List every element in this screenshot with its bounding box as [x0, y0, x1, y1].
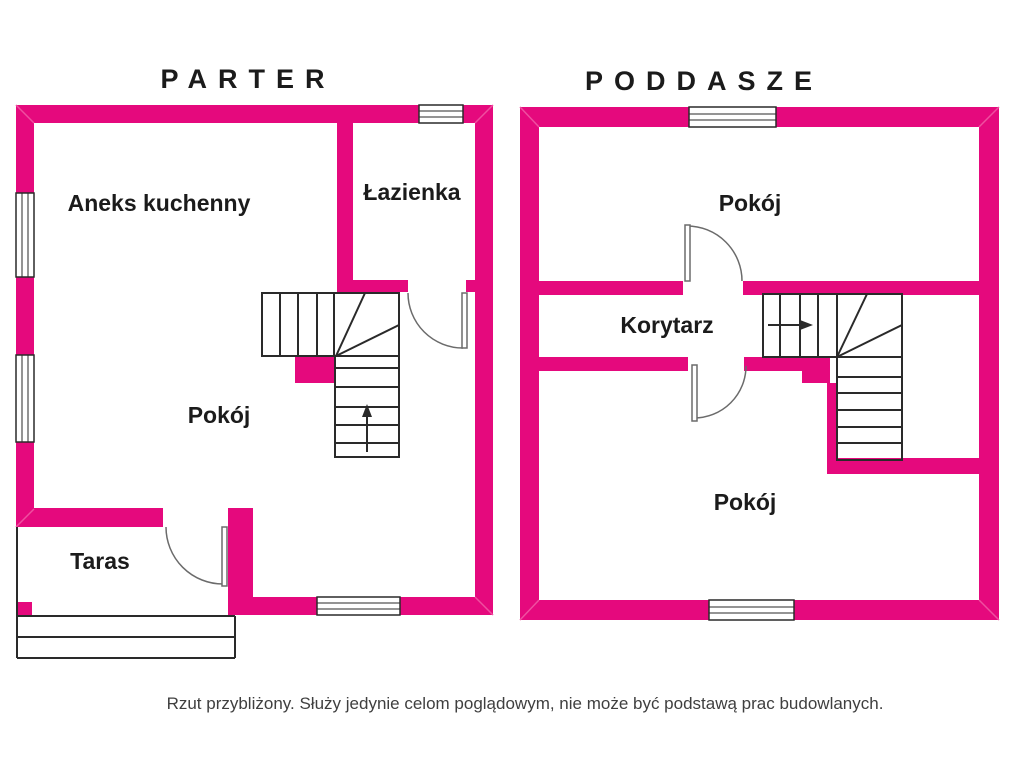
- door-leaf: [691, 364, 698, 422]
- parter-plan: PARTER Aneks kuchenny Łazienka Pokój Tar…: [15, 64, 494, 659]
- wall-segment: [400, 597, 475, 615]
- room-label-corridor: Korytarz: [620, 312, 713, 338]
- room-label-kitchen: Aneks kuchenny: [68, 190, 251, 216]
- poddasze-labels: PODDASZE Pokój Korytarz Pokój: [585, 66, 823, 515]
- poddasze-doors: [684, 224, 747, 422]
- wall-segment: [539, 281, 683, 295]
- terrace-steps: [16, 527, 236, 659]
- stair-winder-line: [836, 293, 868, 358]
- wall-segment: [776, 107, 999, 127]
- parter-walls: [16, 105, 493, 616]
- door-leaf: [684, 224, 691, 282]
- window-bottom: [708, 599, 795, 621]
- miter-line: [474, 104, 494, 124]
- wall-segment: [520, 107, 689, 127]
- terrace-post: [18, 602, 32, 616]
- room-label-room: Pokój: [188, 402, 251, 428]
- poddasze-plan: PODDASZE Pokój Korytarz Pokój: [519, 66, 1000, 621]
- wall-segment: [16, 508, 163, 527]
- door-swing-arc: [407, 292, 464, 349]
- poddasze-wall-miters: [519, 106, 1000, 621]
- wall-segment: [520, 107, 539, 620]
- window-bottom: [316, 596, 401, 616]
- floor-title-parter: PARTER: [160, 64, 335, 94]
- room-label-bathroom: Łazienka: [363, 179, 460, 205]
- stair-run-upper: [261, 292, 400, 357]
- wall-segment: [337, 123, 353, 292]
- door-swing-arc: [693, 365, 747, 419]
- wall-segment: [228, 597, 317, 615]
- door-swing-arc: [686, 225, 743, 282]
- wall-segment: [16, 277, 34, 355]
- stair-run-lower: [836, 356, 903, 461]
- wall-segment: [743, 281, 979, 295]
- wall-segment: [16, 442, 34, 527]
- window-frame: [418, 104, 464, 124]
- room-label-terrace: Taras: [70, 548, 130, 574]
- wall-segment: [475, 105, 493, 615]
- window-top: [418, 104, 464, 124]
- wall-segment: [794, 600, 979, 620]
- window-left-lower: [15, 354, 35, 443]
- miter-line: [519, 599, 540, 621]
- window-frame: [688, 106, 777, 128]
- wall-segment: [16, 105, 34, 193]
- door-leaf: [221, 526, 228, 587]
- stair-winder-line: [335, 292, 366, 357]
- floor-title-poddasze: PODDASZE: [585, 66, 823, 96]
- stair-wall-block: [802, 357, 830, 383]
- window-frame: [15, 192, 35, 278]
- wall-segment: [337, 280, 408, 292]
- arrowhead-up-icon: [362, 404, 372, 417]
- window-left-upper: [15, 192, 35, 278]
- miter-line: [15, 508, 35, 528]
- poddasze-stair-arrowhead: [800, 320, 813, 330]
- miter-line: [978, 599, 1000, 621]
- parter-doors: [165, 292, 468, 587]
- wall-segment: [16, 105, 419, 123]
- parter-labels: PARTER Aneks kuchenny Łazienka Pokój Tar…: [68, 64, 461, 574]
- poddasze-walls: [520, 107, 999, 620]
- wall-segment: [979, 107, 999, 620]
- room-label-room-bottom: Pokój: [714, 489, 777, 515]
- parter-stairs: [261, 292, 400, 458]
- room-label-room-top: Pokój: [719, 190, 782, 216]
- stairwell-bottom-wall: [827, 458, 979, 474]
- parter-wall-miters: [15, 104, 494, 616]
- arrowhead-right-icon: [800, 320, 813, 330]
- stair-winder-line: [836, 324, 903, 358]
- poddasze-stairs: [762, 293, 903, 461]
- door-leaf: [461, 292, 468, 349]
- poddasze-windows: [688, 106, 795, 621]
- miter-line: [519, 106, 540, 128]
- wall-segment: [539, 357, 688, 371]
- wall-segment: [539, 600, 709, 620]
- parter-windows: [15, 104, 464, 616]
- wall-segment: [228, 508, 253, 597]
- stair-wall-strip: [827, 383, 837, 474]
- disclaimer-text: Rzut przybliżony. Służy jedynie celom po…: [167, 694, 884, 713]
- wall-segment: [466, 280, 475, 292]
- window-top: [688, 106, 777, 128]
- stair-wall-block: [295, 356, 334, 383]
- window-frame: [316, 596, 401, 616]
- parter-stair-arrowhead: [362, 404, 372, 417]
- window-frame: [708, 599, 795, 621]
- stair-winder-line: [335, 324, 400, 357]
- window-frame: [15, 354, 35, 443]
- miter-line: [474, 596, 494, 616]
- miter-line: [978, 106, 1000, 128]
- miter-line: [15, 104, 35, 124]
- door-swing-arc: [165, 526, 224, 585]
